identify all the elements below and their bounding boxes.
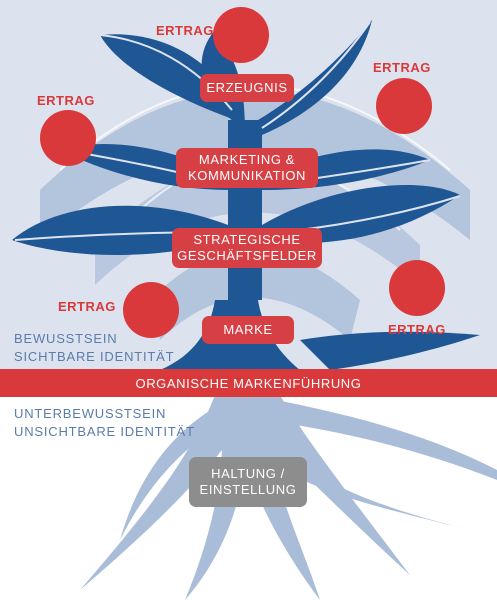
ertrag-circle-top: [213, 7, 269, 63]
pill-erzeugnis: ERZEUGNIS: [200, 74, 294, 102]
pill-marke: MARKE: [202, 316, 294, 344]
pill-strategische-line2: GESCHÄFTSFELDER: [177, 248, 317, 263]
label-bewusstsein: BEWUSSTSEIN SICHTBARE IDENTITÄT: [14, 330, 174, 366]
ertrag-circle-right-bottom: [389, 260, 445, 316]
pill-haltung-einstellung: HALTUNG / EINSTELLUNG: [189, 457, 307, 507]
pill-strategische-geschaeftsfelder: STRATEGISCHE GESCHÄFTSFELDER: [172, 228, 322, 268]
pill-marke-text: MARKE: [223, 322, 273, 337]
ertrag-circle-left-bottom: [123, 282, 179, 338]
label-unterbewusstsein-line1: UNTERBEWUSSTSEIN: [14, 406, 167, 421]
ertrag-label-right-bottom: ERTRAG: [388, 322, 446, 337]
label-unterbewusstsein-line2: UNSICHTBARE IDENTITÄT: [14, 424, 195, 439]
organische-markenfuehrung-band: ORGANISCHE MARKENFÜHRUNG: [0, 369, 497, 397]
pill-haltung-line1: HALTUNG /: [211, 466, 285, 481]
label-bewusstsein-line2: SICHTBARE IDENTITÄT: [14, 349, 175, 364]
pill-marketing: MARKETING & KOMMUNIKATION: [176, 148, 318, 188]
ertrag-label-left-top: ERTRAG: [37, 93, 95, 108]
ertrag-circles: [40, 7, 445, 338]
ertrag-label-right-top: ERTRAG: [373, 60, 431, 75]
ertrag-label-top: ERTRAG: [156, 23, 214, 38]
label-unterbewusstsein: UNTERBEWUSSTSEIN UNSICHTBARE IDENTITÄT: [14, 405, 195, 441]
pill-strategische-line1: STRATEGISCHE: [193, 232, 301, 247]
pill-haltung-line2: EINSTELLUNG: [199, 482, 297, 497]
pill-erzeugnis-text: ERZEUGNIS: [206, 80, 288, 95]
ertrag-circle-right-top: [376, 78, 432, 134]
ertrag-circle-left-top: [40, 110, 96, 166]
label-bewusstsein-line1: BEWUSSTSEIN: [14, 331, 118, 346]
ertrag-label-left-bottom: ERTRAG: [58, 299, 116, 314]
pill-marketing-line1: MARKETING &: [198, 152, 296, 167]
pill-marketing-line2: KOMMUNIKATION: [187, 168, 307, 183]
